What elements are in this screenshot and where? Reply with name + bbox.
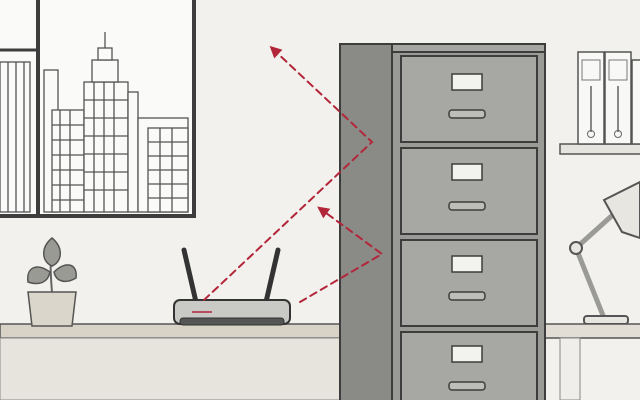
plant-leaf xyxy=(43,237,61,267)
drawer-label-holder xyxy=(451,345,483,363)
cabinet-side xyxy=(339,43,393,400)
drawer-handle xyxy=(448,109,486,119)
signal-path xyxy=(203,45,384,303)
drawer-handle xyxy=(448,201,486,211)
shelf-board xyxy=(559,143,640,155)
binder xyxy=(631,59,640,145)
window xyxy=(0,0,196,218)
city-skyline xyxy=(0,32,189,213)
cabinet-drawer xyxy=(400,55,538,143)
window-frame xyxy=(0,0,196,218)
desk-front xyxy=(0,337,361,400)
binder xyxy=(604,51,632,145)
desk-leg-right xyxy=(559,337,581,400)
binder xyxy=(577,51,605,145)
cabinet-drawer xyxy=(400,331,538,400)
drawer-handle xyxy=(448,381,486,391)
desk-top-right xyxy=(544,323,640,339)
wifi-router xyxy=(173,247,291,326)
pot xyxy=(27,291,77,327)
plant-leaf xyxy=(27,266,51,285)
binders-shelf xyxy=(559,51,640,155)
drawer-label-holder xyxy=(451,255,483,273)
signal-ray-upper xyxy=(203,45,374,301)
filing-cabinet xyxy=(339,43,546,400)
cabinet-drawer xyxy=(400,239,538,327)
potted-plant xyxy=(27,237,77,327)
drawer-handle xyxy=(448,291,486,301)
desk-lamp xyxy=(569,180,640,325)
router-antenna xyxy=(263,247,281,305)
signal-ray-lower xyxy=(299,206,384,303)
router-antenna xyxy=(181,247,199,305)
router-base xyxy=(179,317,285,326)
cabinet-drawer xyxy=(400,147,538,235)
drawer-label-holder xyxy=(451,73,483,91)
plant-leaf xyxy=(53,264,77,283)
drawer-label-holder xyxy=(451,163,483,181)
